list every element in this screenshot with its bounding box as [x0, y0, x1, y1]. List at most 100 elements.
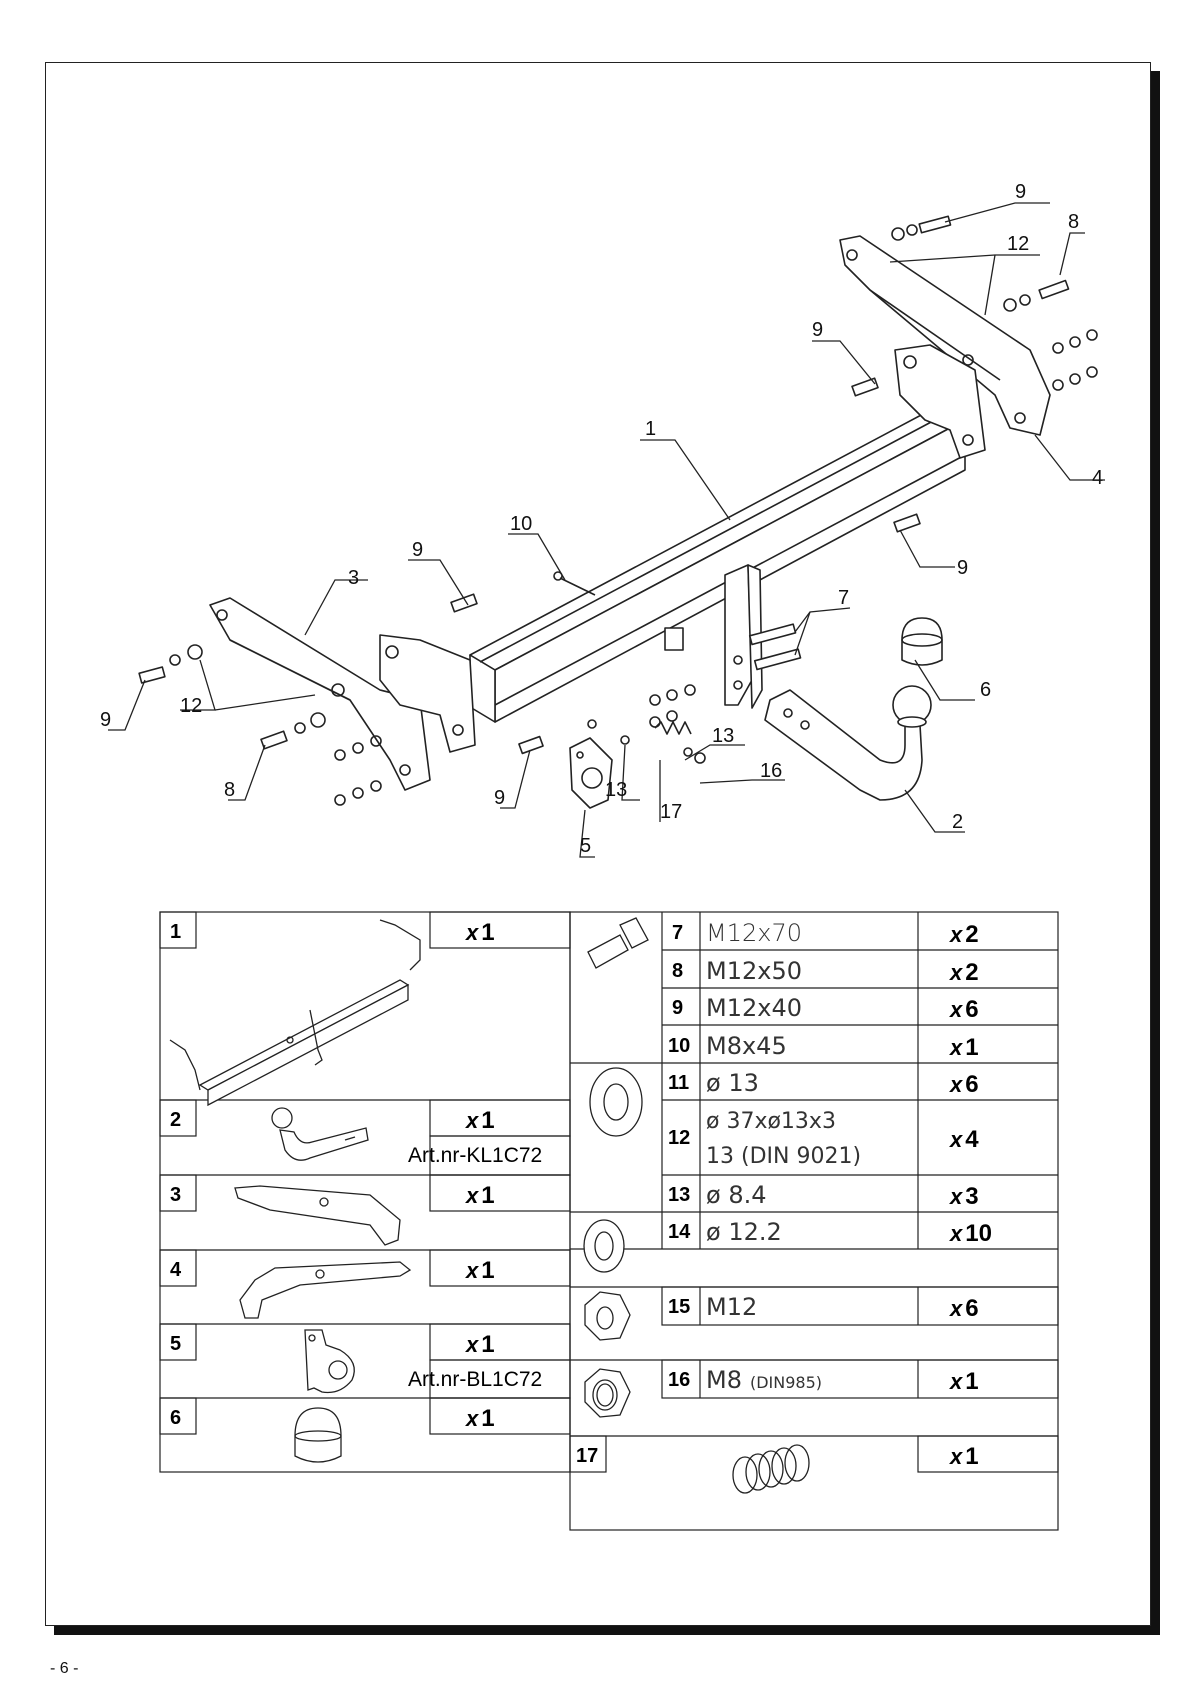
right-mount-plate — [894, 344, 986, 459]
part-14-number: 14 — [668, 1221, 691, 1243]
callout-5: 5 — [580, 835, 591, 857]
crossbar-part-1 — [469, 404, 966, 723]
part-8-spec: M12x50 — [706, 957, 802, 985]
ball-cap-part-6 — [901, 617, 943, 666]
callout-leaders — [108, 202, 1105, 858]
part-2-article-number: Art.nr-KL1C72 — [408, 1144, 542, 1167]
part-1-number: 1 — [170, 921, 181, 943]
spring-icon — [732, 1444, 810, 1494]
callout-9-left-top: 9 — [412, 539, 423, 561]
bracket-right-icon — [239, 1261, 412, 1319]
center-drop-bracket — [664, 564, 763, 709]
nut-icon — [584, 1291, 631, 1341]
callout-16: 16 — [760, 760, 782, 782]
part-7-spec: M12x70 — [706, 919, 802, 947]
exploded-view — [138, 215, 1098, 809]
spring-part-17 — [654, 721, 692, 735]
callout-9-left: 9 — [100, 709, 111, 731]
part-15-number: 15 — [668, 1296, 690, 1318]
callout-17: 17 — [660, 801, 682, 823]
part-13-spec: ø 8.4 — [706, 1181, 766, 1209]
socket-plate-icon — [304, 1329, 355, 1394]
bracket-left-icon — [234, 1185, 401, 1246]
callout-8-left: 8 — [224, 779, 235, 801]
ball-cap-icon — [294, 1407, 342, 1463]
table-icons — [169, 917, 810, 1494]
callout-8-top: 8 — [1068, 211, 1079, 233]
callout-9-bottom: 9 — [494, 787, 505, 809]
callout-6: 6 — [980, 679, 991, 701]
bolt-icon — [587, 917, 649, 969]
callout-13-right: 13 — [712, 725, 734, 747]
part-15-spec: M12 — [706, 1293, 757, 1321]
socket-plate-part-5 — [569, 737, 613, 809]
callout-9-mid: 9 — [812, 319, 823, 341]
parts-table — [159, 911, 1059, 1531]
callout-9-right: 9 — [957, 557, 968, 579]
callout-2: 2 — [952, 811, 963, 833]
part-12-spec-norm: 13 (DIN 9021) — [706, 1144, 861, 1169]
part-6-number: 6 — [170, 1407, 181, 1429]
lock-washer-icon — [583, 1219, 625, 1273]
washer-icon — [589, 1067, 643, 1137]
callout-7: 7 — [838, 587, 849, 609]
part-5-number: 5 — [170, 1333, 181, 1355]
part-5-article-number: Art.nr-BL1C72 — [408, 1368, 542, 1391]
part-2-number: 2 — [170, 1109, 181, 1131]
hardware — [138, 215, 1098, 806]
part-13-number: 13 — [668, 1184, 690, 1206]
crossbar-icon — [169, 919, 421, 1107]
part-3-number: 3 — [170, 1184, 181, 1206]
callout-labels: 9 8 12 9 1 4 10 9 3 9 7 9 12 8 6 9 13 13… — [100, 181, 1103, 857]
part-16-number: 16 — [668, 1369, 690, 1391]
part-12-spec: ø 37xø13x3 — [706, 1109, 836, 1134]
part-4-number: 4 — [170, 1259, 182, 1281]
part-10-number: 10 — [668, 1035, 690, 1057]
tow-ball-icon — [271, 1107, 369, 1161]
part-11-spec: ø 13 — [706, 1069, 759, 1097]
right-bracket-part-4 — [839, 235, 1051, 436]
callout-12-left: 12 — [180, 695, 202, 717]
tow-ball-part-2 — [764, 685, 932, 801]
callout-4: 4 — [1092, 467, 1103, 489]
callout-3: 3 — [348, 567, 359, 589]
part-7-number: 7 — [672, 922, 683, 944]
part-9-spec: M12x40 — [706, 994, 802, 1022]
callout-9-top: 9 — [1015, 181, 1026, 203]
callout-10: 10 — [510, 513, 532, 535]
left-mount-plate — [379, 634, 476, 753]
page-number: - 6 - — [50, 1660, 79, 1677]
lock-nut-icon — [584, 1368, 631, 1418]
callout-1: 1 — [645, 418, 656, 440]
part-14-spec: ø 12.2 — [706, 1218, 782, 1246]
part-8-number: 8 — [672, 960, 683, 982]
part-9-number: 9 — [672, 997, 683, 1019]
left-bracket-part-3 — [209, 597, 431, 791]
part-11-number: 11 — [668, 1072, 689, 1094]
part-10-spec: M8x45 — [706, 1032, 787, 1060]
part-16-spec: M8(DIN985) — [706, 1366, 822, 1394]
part-12-number: 12 — [668, 1127, 690, 1149]
callout-12-top: 12 — [1007, 233, 1029, 255]
part-17-number: 17 — [576, 1445, 598, 1467]
